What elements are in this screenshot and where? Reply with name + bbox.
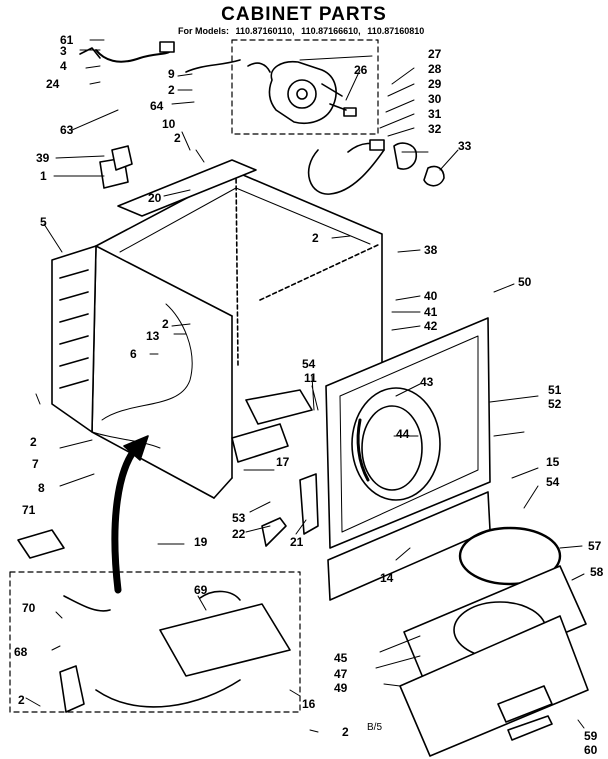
part-label: 3 (60, 44, 67, 58)
part-label: 1 (40, 169, 47, 183)
part-label: 26 (354, 63, 368, 77)
part-label: 8 (38, 481, 45, 495)
part-label: 2 (162, 317, 169, 331)
terminal-block-detail (59, 590, 291, 713)
model-number: 110.87160110, (235, 26, 295, 36)
part-label: 59 (584, 729, 598, 743)
part-label: 2 (312, 231, 319, 245)
part-label: 16 (302, 697, 316, 711)
part-label: 9 (168, 67, 175, 81)
part-label: 71 (22, 503, 36, 517)
part-label: 7 (32, 457, 39, 471)
part-label: 54 (546, 475, 560, 489)
part-label: 57 (588, 539, 602, 553)
top-panel (117, 159, 257, 217)
part-label: 38 (424, 243, 438, 257)
part-label: 2 (30, 435, 37, 449)
drive-belt (307, 142, 385, 195)
part-label: 19 (194, 535, 208, 549)
motor-group-box (231, 39, 379, 135)
part-label: 22 (232, 527, 246, 541)
part-label: 30 (428, 92, 442, 106)
part-label: 70 (22, 601, 36, 615)
part-label: 2 (168, 83, 175, 97)
part-label: 15 (546, 455, 560, 469)
part-label: 64 (150, 99, 164, 113)
part-label: 47 (334, 667, 348, 681)
part-label: 69 (194, 583, 208, 597)
side-panel (51, 245, 97, 433)
part-label: 13 (146, 329, 160, 343)
part-label: 11 (304, 371, 317, 385)
part-label: 44 (396, 427, 410, 441)
part-label: 43 (420, 375, 434, 389)
part-label: 24 (46, 77, 60, 91)
part-label: 63 (60, 123, 74, 137)
models-line: For Models: 110.87160110, 110.87166610, … (178, 26, 428, 36)
part-label: 60 (584, 743, 598, 757)
page-number: B/5 (367, 722, 383, 733)
part-label: 42 (424, 319, 438, 333)
part-label: 58 (590, 565, 604, 579)
idler-spring (423, 165, 445, 187)
part-label: 21 (290, 535, 304, 549)
part-label: 51 (548, 383, 562, 397)
models-label: For Models: (178, 26, 229, 36)
part-label: 53 (232, 511, 246, 525)
idler-bracket (369, 139, 385, 151)
part-label: 40 (424, 289, 438, 303)
part-label: 45 (334, 651, 348, 665)
part-label: 29 (428, 77, 442, 91)
part-label: 39 (36, 151, 50, 165)
part-label: 31 (428, 107, 442, 121)
model-number: 110.87166610, (301, 26, 361, 36)
model-number: 110.87160810 (367, 26, 425, 36)
part-label: 52 (548, 397, 562, 411)
part-label: 14 (380, 571, 394, 585)
part-label: 32 (428, 122, 442, 136)
part-label: 17 (276, 455, 290, 469)
part-label: 50 (518, 275, 532, 289)
wiring-detail-box (9, 571, 301, 713)
part-label: 20 (148, 191, 162, 205)
page-title: CABINET PARTS (221, 4, 387, 25)
part-label: 2 (174, 131, 181, 145)
part-label: 61 (60, 33, 74, 47)
part-label: 27 (428, 47, 442, 61)
part-label: 5 (40, 215, 47, 229)
part-label: 41 (424, 305, 438, 319)
label-packet (17, 529, 65, 559)
part-label: 2 (342, 725, 349, 739)
idler-pulley (393, 142, 418, 170)
part-label: 49 (334, 681, 348, 695)
part-label: 10 (162, 117, 176, 131)
part-label: 4 (60, 59, 67, 73)
part-label: 68 (14, 645, 28, 659)
part-label: 54 (302, 357, 316, 371)
part-label: 33 (458, 139, 472, 153)
motor-assembly (247, 60, 357, 124)
door-assembly (327, 491, 589, 757)
part-label: 28 (428, 62, 442, 76)
part-label: 2 (18, 693, 25, 707)
part-label: 6 (130, 347, 137, 361)
front-panel (325, 317, 491, 549)
